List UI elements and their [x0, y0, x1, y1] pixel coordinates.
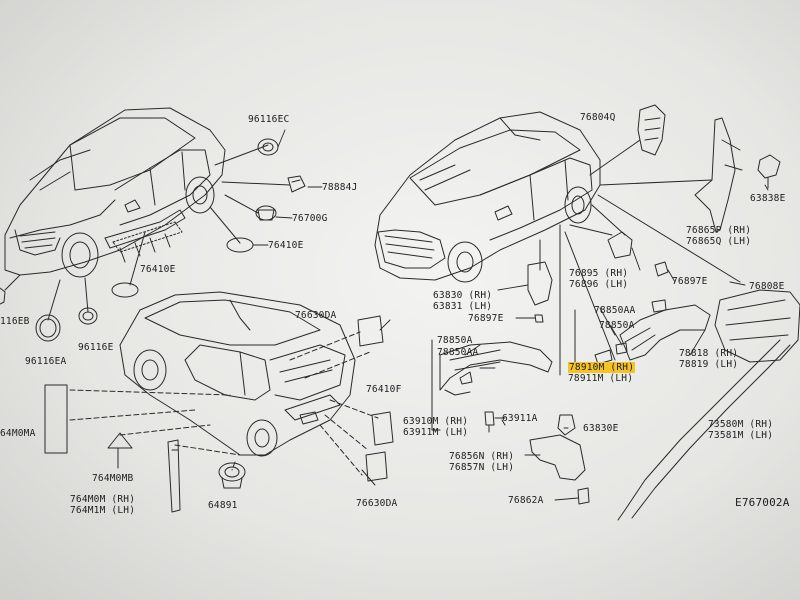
- label-78884J: 78884J: [322, 182, 358, 193]
- label-76897E-right: 76897E: [672, 276, 708, 287]
- label-group-63910M: 63910M (RH) 63911M (LH): [403, 416, 468, 438]
- label-96116E: 96116E: [78, 342, 114, 353]
- label-96116EC: 96116EC: [248, 114, 290, 125]
- label-78850A-left: 78850A: [437, 335, 473, 346]
- label-78850AA-left: 78850AA: [437, 347, 479, 358]
- label-64891: 64891: [208, 500, 238, 511]
- label-group-76895: 76895 (RH) 76896 (LH): [569, 268, 628, 290]
- label-764M1M-lh: 764M1M (LH): [70, 505, 136, 516]
- label-76630DA-bottom: 76630DA: [356, 498, 398, 509]
- label-76410E-top: 76410E: [268, 240, 304, 251]
- label-group-63830: 63830 (RH) 63831 (LH): [433, 290, 492, 312]
- label-76897E-left: 76897E: [468, 313, 504, 324]
- label-group-78818: 78818 (RH) 78819 (LH): [679, 348, 738, 370]
- label-76410F: 76410F: [366, 384, 402, 395]
- diagram-code: E767002A: [735, 496, 790, 509]
- label-group-764M0M: 764M0M (RH) 764M1M (LH): [70, 494, 135, 516]
- car-illustration-front-left: [4, 107, 226, 278]
- label-76857N-lh: 76857N (LH): [449, 462, 515, 473]
- label-76895-rh: 76895 (RH): [569, 268, 629, 279]
- label-63910M-rh: 63910M (RH): [403, 416, 469, 427]
- label-76865P-rh: 76865P (RH): [686, 225, 752, 236]
- label-group-73580M: 73580M (RH) 73581M (LH): [708, 419, 773, 441]
- label-96116EA: 96116EA: [25, 356, 67, 367]
- part-icons-car1: [0, 138, 306, 342]
- car-illustration-rear: [119, 291, 356, 457]
- label-63911M-lh: 63911M (LH): [403, 427, 469, 438]
- label-76896-lh: 76896 (LH): [569, 279, 629, 290]
- label-73580M-rh: 73580M (RH): [708, 419, 774, 430]
- label-76808E: 76808E: [749, 281, 785, 292]
- label-78818-rh: 78818 (RH): [679, 348, 739, 359]
- label-63830-rh: 63830 (RH): [433, 290, 493, 301]
- label-78850AA-right: 78850AA: [594, 305, 636, 316]
- label-73581M-lh: 73581M (LH): [708, 430, 774, 441]
- label-76630DA-top: 76630DA: [295, 310, 337, 321]
- label-78911M-lh: 78911M (LH): [568, 373, 634, 384]
- part-icons-car2: [44, 315, 394, 513]
- part-icons-right: [527, 104, 800, 521]
- label-78850A-right: 78850A: [599, 320, 635, 331]
- label-group-78910M: 78910M (RH) 78911M (LH): [568, 362, 636, 384]
- label-76700G: 76700G: [292, 213, 328, 224]
- label-63911A: 63911A: [502, 413, 538, 424]
- label-63831-lh: 63831 (LH): [433, 301, 493, 312]
- label-76804Q: 76804Q: [580, 112, 616, 123]
- label-group-76865P: 76865P (RH) 76865Q (LH): [686, 225, 751, 247]
- label-group-76856N: 76856N (RH) 76857N (LH): [449, 451, 514, 473]
- label-76865Q-lh: 76865Q (LH): [686, 236, 752, 247]
- label-78910M-rh-highlighted: 78910M (RH): [568, 362, 636, 373]
- label-764M0MA: 64M0MA: [0, 428, 36, 439]
- label-63838E: 63838E: [750, 193, 786, 204]
- label-764M0MB: 764M0MB: [92, 473, 134, 484]
- car-illustration-center: [374, 111, 601, 283]
- label-63830E: 63830E: [583, 423, 619, 434]
- label-76856N-rh: 76856N (RH): [449, 451, 515, 462]
- label-76862A: 76862A: [508, 495, 544, 506]
- label-116EB: 116EB: [0, 316, 30, 327]
- label-764M0M-rh: 764M0M (RH): [70, 494, 136, 505]
- label-76410E-bottom: 76410E: [140, 264, 176, 275]
- label-78819-lh: 78819 (LH): [679, 359, 739, 370]
